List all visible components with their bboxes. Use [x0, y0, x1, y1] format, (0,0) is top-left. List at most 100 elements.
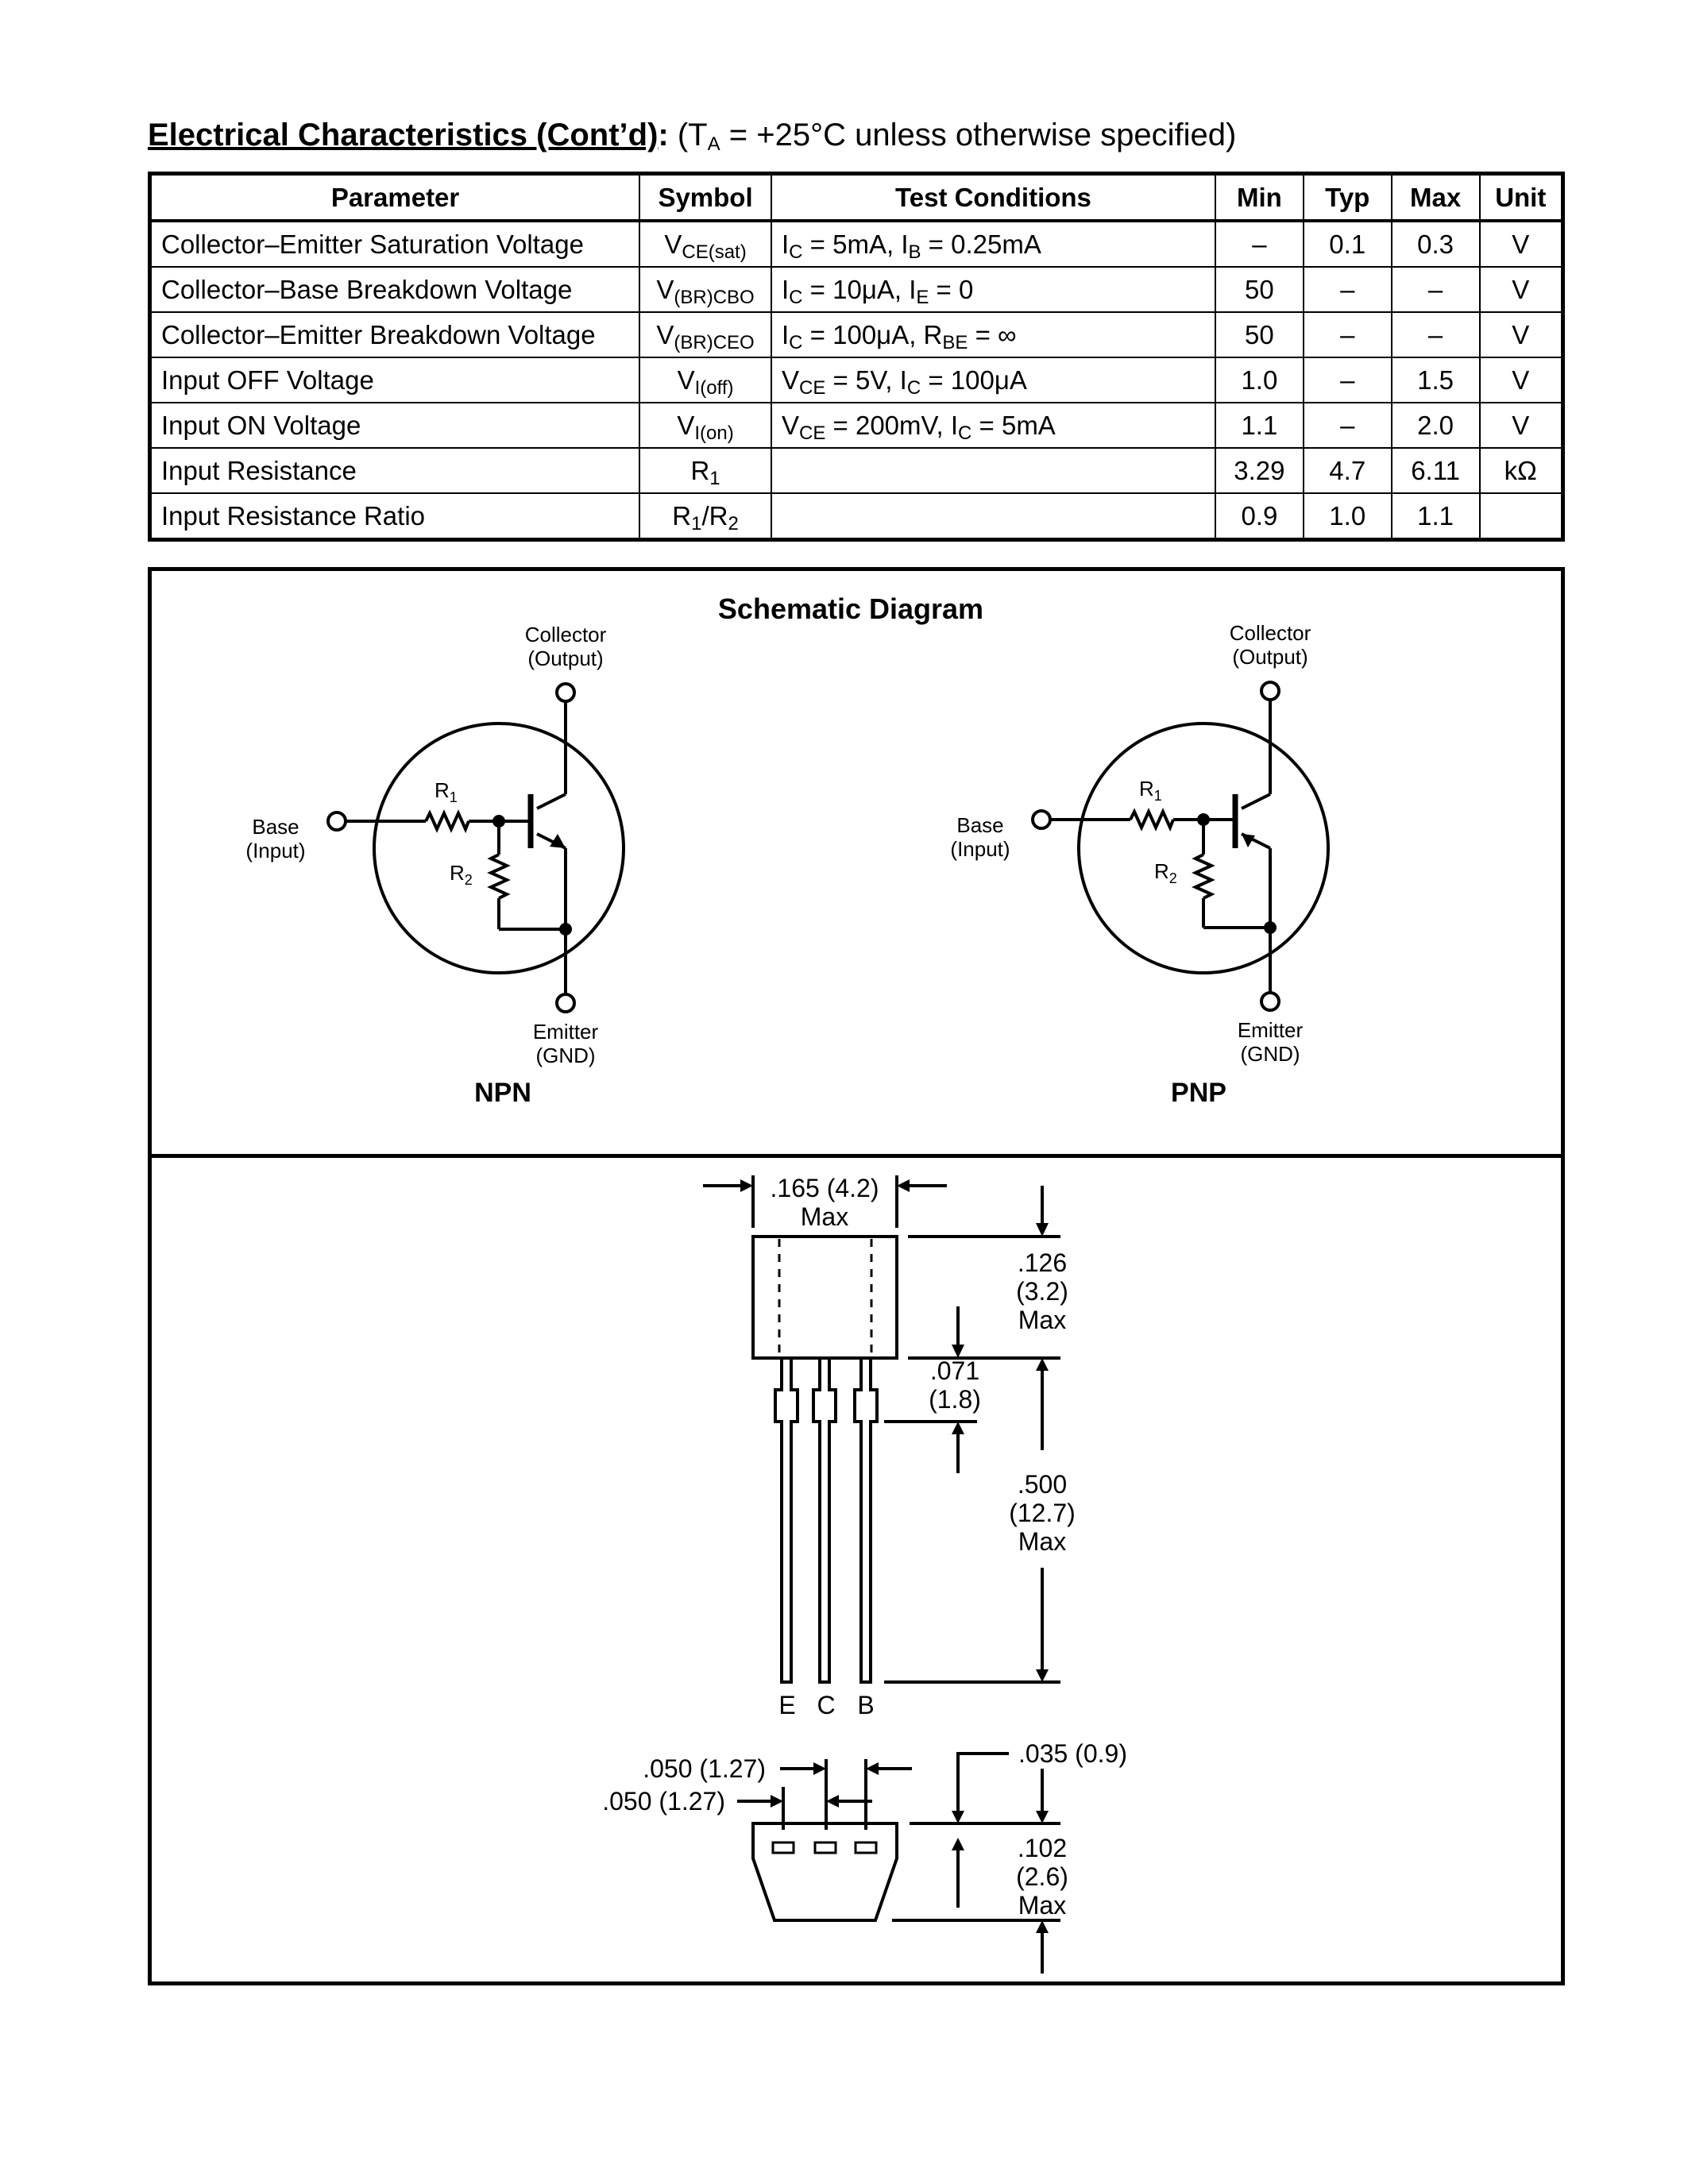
pnp-emitter-terminal — [1260, 991, 1280, 1012]
npn-r1-resistor — [424, 809, 470, 834]
schematic-panel: Schematic Diagram Collector (Output) Bas… — [148, 567, 1565, 1158]
pnp-base-label: Base — [956, 813, 1003, 837]
cell-symbol-part: /R — [701, 500, 728, 531]
cell-test-conditions-part: = 100μA — [921, 365, 1027, 395]
cell-symbol-part: I(on) — [694, 422, 734, 444]
cell-symbol-part: I(off) — [694, 376, 734, 399]
cell-test-conditions-part: = 10μA, I — [802, 274, 917, 304]
title-cond-rest: = +25°C unless otherwise specified) — [720, 118, 1237, 152]
cell-test-conditions: IC = 100μA, RBE = ∞ — [771, 311, 1216, 358]
package-outline — [703, 1175, 1060, 1974]
npn-r2-resistor — [487, 853, 511, 900]
cell-symbol-part: V — [677, 410, 695, 440]
cell-max: 0.3 — [1390, 220, 1481, 268]
header-parameter: Parameter — [149, 172, 641, 222]
cell-test-conditions-part: C — [789, 241, 803, 263]
cell-unit: kΩ — [1478, 447, 1564, 494]
title-colon: : — [658, 118, 669, 152]
cell-symbol-part: 1 — [709, 467, 720, 489]
cell-parameter: Input OFF Voltage — [149, 357, 641, 403]
dim-body-height-in: .126 — [1018, 1248, 1067, 1277]
cell-test-conditions — [771, 492, 1216, 541]
pnp-label: PNP — [1171, 1078, 1226, 1108]
cell-test-conditions-part: C — [906, 376, 921, 399]
pnp-emitter-arrow — [1242, 834, 1255, 847]
cell-typ: – — [1302, 266, 1393, 313]
cell-max: – — [1390, 266, 1481, 313]
cell-min: 1.1 — [1214, 402, 1304, 449]
cell-max: 1.1 — [1390, 492, 1481, 541]
npn-circuit — [326, 682, 625, 1013]
cell-symbol: VCE(sat) — [639, 220, 772, 268]
npn-node-dot — [492, 815, 505, 828]
dim-lead-width: .035 (0.9) — [1018, 1739, 1127, 1768]
pnp-r2-label: R2 — [1154, 859, 1177, 886]
cell-unit: V — [1478, 357, 1564, 403]
npn-emitter-arrow — [550, 834, 566, 848]
pnp-base-terminal — [1031, 809, 1052, 830]
dim-shoulder-mm: (1.8) — [929, 1385, 981, 1414]
npn-output-label: (Output) — [527, 646, 603, 670]
dim-depth-max: Max — [1018, 1891, 1066, 1920]
cell-test-conditions: IC = 10μA, IE = 0 — [771, 266, 1216, 313]
cell-test-conditions-part: C — [789, 286, 803, 308]
dim-pitch-2: .050 (1.27) — [602, 1787, 725, 1815]
cell-test-conditions-part: = 100μA, R — [802, 319, 943, 349]
package-outline-panel: .165 (4.2) Max .126 (3.2) Max .071 (1.8)… — [148, 1154, 1565, 1985]
npn-emitter-terminal — [555, 993, 576, 1013]
dim-lead-length-mm: (12.7) — [1009, 1499, 1076, 1527]
header-symbol: Symbol — [639, 172, 772, 222]
pnp-gnd-label: (GND) — [1240, 1042, 1300, 1066]
to92-package-drawing: .165 (4.2) Max .126 (3.2) Max .071 (1.8)… — [602, 1174, 1127, 1974]
cell-test-conditions-part: I — [782, 319, 790, 349]
npn-base-terminal — [326, 811, 347, 832]
cell-test-conditions-part: = ∞ — [968, 319, 1017, 349]
title-cond-open: (T — [668, 118, 708, 152]
schematic-diagram: Schematic Diagram Collector (Output) Bas… — [245, 592, 1330, 1108]
dim-lead-length-max: Max — [1018, 1527, 1066, 1556]
cell-symbol-part: CE(sat) — [682, 241, 747, 263]
cell-test-conditions-part: = 200mV, I — [825, 410, 959, 440]
cell-test-conditions-part: = 5mA, I — [802, 229, 909, 259]
cell-symbol-part: R — [690, 455, 710, 485]
pin-b-label: B — [857, 1691, 874, 1719]
cell-test-conditions-part: = 0 — [929, 274, 974, 304]
npn-package-circle — [373, 722, 625, 974]
schematic-title: Schematic Diagram — [718, 592, 983, 625]
title-cond-sub: A — [707, 133, 720, 155]
cell-symbol-part: 2 — [728, 512, 739, 534]
pnp-package-circle — [1077, 722, 1330, 974]
cell-parameter: Input Resistance Ratio — [149, 492, 641, 541]
cell-min: 50 — [1214, 311, 1304, 358]
cell-test-conditions: IC = 5mA, IB = 0.25mA — [771, 220, 1216, 268]
dim-body-height-mm: (3.2) — [1016, 1277, 1068, 1306]
cell-symbol-part: R — [672, 500, 692, 531]
cell-test-conditions-part: = 0.25mA — [921, 229, 1041, 259]
cell-test-conditions-part: C — [789, 331, 803, 353]
cell-test-conditions: VCE = 5V, IC = 100μA — [771, 357, 1216, 403]
pnp-emitter-label: Emitter — [1238, 1018, 1304, 1042]
cell-unit: V — [1478, 402, 1564, 449]
cell-parameter: Input Resistance — [149, 447, 641, 494]
pin-e-label: E — [778, 1691, 795, 1719]
pnp-collector-label: Collector — [1230, 621, 1311, 645]
lead-emitter — [774, 1358, 799, 1684]
electrical-characteristics-table: Parameter Symbol Test Conditions Min Typ… — [148, 172, 1565, 542]
pnp-output-label: (Output) — [1232, 645, 1308, 669]
cell-typ: – — [1302, 357, 1393, 403]
npn-r2-label: R2 — [450, 861, 473, 888]
cell-symbol: VI(on) — [639, 402, 772, 449]
cell-unit: V — [1478, 311, 1564, 358]
cell-symbol-part: (BR)CEO — [674, 331, 755, 353]
cell-typ: – — [1302, 402, 1393, 449]
dim-body-height-max: Max — [1018, 1306, 1066, 1334]
cell-test-conditions-part: V — [782, 365, 800, 395]
pnp-r1-label: R1 — [1139, 777, 1162, 804]
dim-shoulder-in: .071 — [930, 1356, 979, 1385]
